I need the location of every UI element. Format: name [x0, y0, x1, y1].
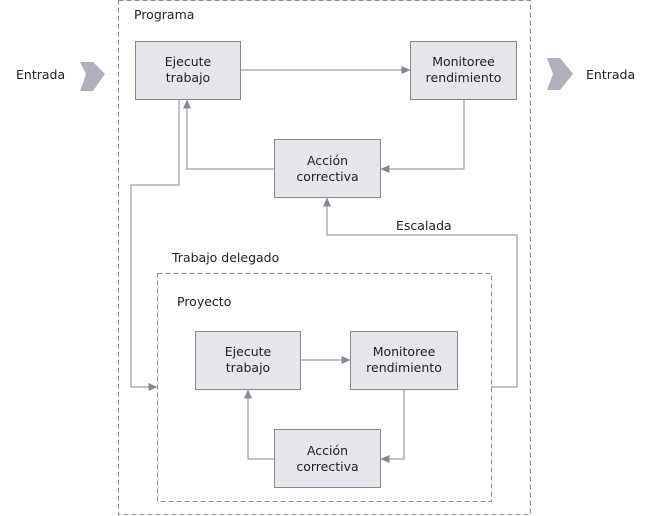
edge-escalation [323, 197, 518, 388]
output-arrow [547, 58, 573, 90]
program-title: Programa [134, 7, 194, 22]
edge-project-corrective-to-execute [244, 389, 274, 460]
node-project-execute-work-line1: Ejecute [225, 344, 272, 359]
edge-delegation [130, 100, 180, 391]
input-label: Entrada [16, 67, 65, 82]
project-title: Proyecto [177, 294, 231, 309]
edge-project-monitor-to-corrective [380, 390, 405, 463]
node-execute-work-line2: trabajo [166, 70, 210, 85]
node-corrective-action[interactable]: Acción correctiva [274, 139, 381, 198]
program-boundary [118, 0, 531, 515]
node-monitor-performance-line1: Monitoree [432, 54, 495, 69]
edge-corrective-to-execute [183, 99, 274, 170]
node-corrective-action-line1: Acción [307, 153, 348, 168]
node-project-execute-work-line2: trabajo [226, 360, 270, 375]
node-project-corrective-action-line1: Acción [307, 443, 348, 458]
delegated-title: Trabajo delegado [171, 250, 279, 265]
node-corrective-action-line2: correctiva [296, 169, 358, 184]
node-project-execute-work[interactable]: Ejecute trabajo [195, 331, 301, 390]
node-monitor-performance[interactable]: Monitoree rendimiento [410, 41, 517, 100]
input-arrow [80, 62, 105, 91]
output-label: Entrada [586, 67, 635, 82]
node-project-monitor-performance[interactable]: Monitoree rendimiento [350, 331, 458, 390]
node-project-corrective-action-line2: correctiva [296, 459, 358, 474]
node-project-monitor-performance-line1: Monitoree [373, 344, 436, 359]
node-monitor-performance-line2: rendimiento [426, 70, 502, 85]
node-project-corrective-action[interactable]: Acción correctiva [274, 429, 381, 488]
node-execute-work[interactable]: Ejecute trabajo [135, 41, 241, 100]
node-project-monitor-performance-line2: rendimiento [366, 360, 442, 375]
escalation-label: Escalada [396, 218, 452, 233]
node-execute-work-line1: Ejecute [165, 54, 212, 69]
edge-monitor-to-corrective [380, 100, 465, 173]
